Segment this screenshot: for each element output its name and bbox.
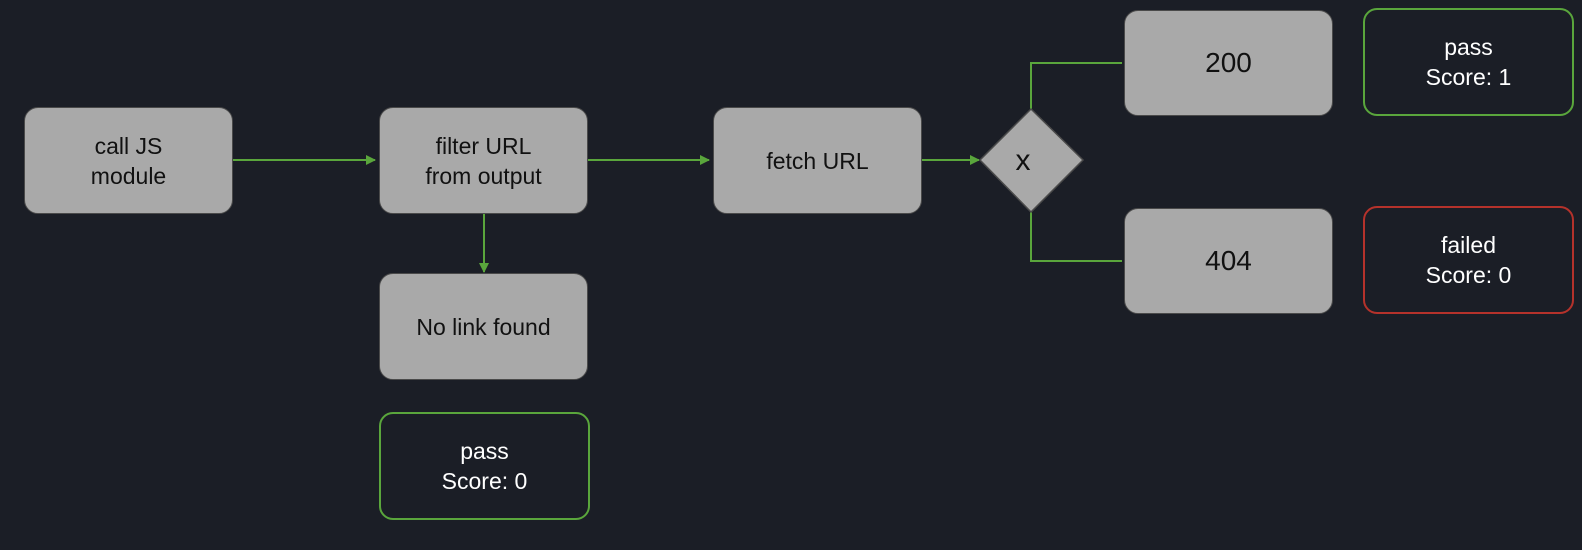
- status-200-node: 200: [1124, 10, 1333, 116]
- no-link-found-node: No link found: [379, 273, 588, 380]
- fetch-url-label: fetch URL: [766, 147, 869, 174]
- gateway-label: x: [1015, 144, 1031, 177]
- call-js-module-label: call JS module: [90, 132, 167, 189]
- filter-url-label: filter URL from output: [425, 132, 542, 189]
- exclusive-gateway: [978, 107, 1085, 214]
- line-gateway-to-200: [1030, 62, 1122, 110]
- pass-score-1-result: pass Score: 1: [1363, 8, 1574, 116]
- failed-score-0-result: failed Score: 0: [1363, 206, 1574, 314]
- pass-score-0-label: pass Score: 0: [441, 438, 528, 494]
- status-200-label: 200: [1205, 47, 1252, 78]
- fetch-url-node: fetch URL: [713, 107, 922, 214]
- failed-score-0-label: failed Score: 0: [1425, 232, 1512, 288]
- call-js-module-node: call JS module: [24, 107, 233, 214]
- status-404-node: 404: [1124, 208, 1333, 314]
- status-404-label: 404: [1205, 245, 1252, 276]
- pass-score-1-label: pass Score: 1: [1425, 34, 1512, 90]
- pass-score-0-result: pass Score: 0: [379, 412, 590, 520]
- line-gateway-to-404: [1030, 211, 1122, 262]
- no-link-found-label: No link found: [416, 313, 551, 340]
- filter-url-node: filter URL from output: [379, 107, 588, 214]
